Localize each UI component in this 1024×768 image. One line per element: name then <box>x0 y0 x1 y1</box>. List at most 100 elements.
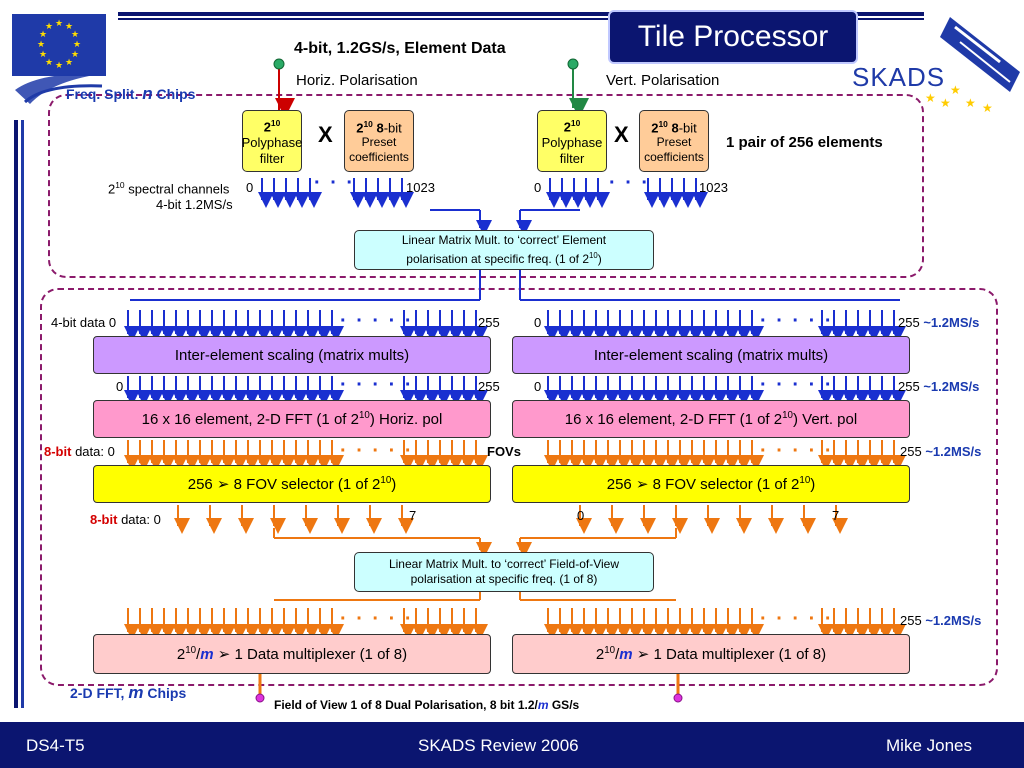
svg-text:★: ★ <box>71 50 79 60</box>
footer-bar: DS4-T5 SKADS Review 2006 Mike Jones <box>0 722 1024 768</box>
matrix-mult-element: Linear Matrix Mult. to ‘correct’ Element… <box>354 230 654 270</box>
rate-label-3: 255 ~1.2MS/s <box>900 444 982 459</box>
svg-text:★: ★ <box>65 58 73 68</box>
ch-last-h: 1023 <box>406 180 435 195</box>
poly-v-title: 210 <box>563 117 581 135</box>
svg-text:★: ★ <box>37 40 45 50</box>
svg-text:★: ★ <box>39 50 47 60</box>
horiz-pol-label: Horiz. Polarisation <box>296 72 418 89</box>
poly-v-line2: filter <box>559 151 585 167</box>
rate-label-2: 255 ~1.2MS/s <box>898 379 980 394</box>
rate-label-4: 255 ~1.2MS/s <box>900 613 982 628</box>
input-data-label: 4-bit, 1.2GS/s, Element Data <box>294 40 506 57</box>
bit8-data-label-2: 8-bit data: 0 <box>90 512 161 527</box>
freq-split-prefix: Freq. Split. <box>66 86 139 102</box>
ch-first-v: 0 <box>534 180 542 195</box>
poly-v-line1: Polyphase <box>541 135 603 151</box>
idx-first-h-2: 0 <box>116 379 124 394</box>
mult-symbol-h: X <box>318 122 333 147</box>
header-rule-thin <box>118 18 924 20</box>
svg-text:★: ★ <box>65 22 73 32</box>
matrix-mult-fov: Linear Matrix Mult. to ‘correct’ Field-o… <box>354 552 654 592</box>
fov-last-h: 7 <box>409 508 417 523</box>
dots-row2-v: · · · · · <box>760 374 834 396</box>
matrix1-line1: Linear Matrix Mult. to ‘correct’ Element <box>401 233 607 247</box>
dots-row1-h: · · · · · <box>340 310 414 332</box>
matrix2-line2: polarisation at specific freq. (1 of 8) <box>410 572 598 586</box>
svg-text:★: ★ <box>982 101 993 115</box>
skads-logo: ★★★★★ SKADS <box>850 12 1024 122</box>
idx-last-h-1: 255 <box>478 315 500 330</box>
footer-left: DS4-T5 <box>26 736 85 755</box>
freq-split-label: Freq. Split. n Chips <box>66 84 195 104</box>
spectral-channels-label: 210 spectral channels <box>108 180 230 197</box>
spectral-rate-label: 4-bit 1.2MS/s <box>156 197 233 212</box>
pair-label: 1 pair of 256 elements <box>726 134 883 151</box>
eu-flag-icon: ★★★★ ★★★★ ★★★★ <box>12 14 106 104</box>
fov-selector-h: 256 ➢ 8 FOV selector (1 of 210) <box>93 465 491 503</box>
vert-input-node <box>567 58 579 70</box>
svg-text:★: ★ <box>925 91 936 105</box>
dots-row2-h: · · · · · <box>340 374 414 396</box>
footer-right: Mike Jones <box>886 736 972 755</box>
coef-h-line1: Preset <box>361 135 397 150</box>
page-title: Tile Processor <box>637 20 829 53</box>
coef-h-line2: coefficients <box>349 150 409 165</box>
mux-box-v: 210/m ➢ 1 Data multiplexer (1 of 8) <box>512 634 910 674</box>
bit8-data-label-1: 8-bit data: 0 <box>44 444 115 459</box>
svg-text:★: ★ <box>45 58 53 68</box>
ch-dots-h: · · · <box>314 172 356 194</box>
coefficients-v: 210 8-bit Preset coefficients <box>639 110 709 172</box>
matrix2-line1: Linear Matrix Mult. to ‘correct’ Field-o… <box>388 557 620 571</box>
polyphase-filter-v: 210 Polyphase filter <box>537 110 607 172</box>
idx-first-v-1: 0 <box>534 315 542 330</box>
poly-h-title: 210 <box>263 117 281 135</box>
ch-last-v: 1023 <box>699 180 728 195</box>
svg-text:★: ★ <box>73 40 81 50</box>
scaling-label-h: Inter-element scaling (matrix mults) <box>174 346 410 364</box>
dots-row4-h: · · · · · <box>340 608 414 630</box>
rate-label-1: 255 ~1.2MS/s <box>898 315 980 330</box>
freq-split-region <box>48 94 924 278</box>
coef-v-line1: Preset <box>656 135 692 150</box>
left-bar-2 <box>21 120 24 708</box>
ch-dots-v: · · · <box>609 172 651 194</box>
fovs-label: FOVs <box>487 444 521 459</box>
dots-row3-v: · · · · · <box>760 440 834 462</box>
poly-h-line1: Polyphase <box>241 135 303 151</box>
svg-text:★: ★ <box>71 30 79 40</box>
mux-label-v: 210/m ➢ 1 Data multiplexer (1 of 8) <box>595 645 827 663</box>
ch-first-h: 0 <box>246 180 254 195</box>
fov-last-v: 7 <box>832 508 840 523</box>
idx-first-v-2: 0 <box>534 379 542 394</box>
polyphase-filter-h: 210 Polyphase filter <box>242 110 302 172</box>
svg-text:★: ★ <box>55 61 63 71</box>
coef-v-title: 210 8-bit <box>651 118 697 136</box>
output-node-left <box>255 693 265 703</box>
svg-text:★: ★ <box>45 22 53 32</box>
fov-first-v: 0 <box>577 508 585 523</box>
left-bar-1 <box>14 120 18 708</box>
svg-text:★: ★ <box>950 83 961 97</box>
coef-v-line2: coefficients <box>644 150 704 165</box>
dots-row4-v: · · · · · <box>760 608 834 630</box>
fft-label-h: 16 x 16 element, 2-D FFT (1 of 210) Hori… <box>141 410 443 428</box>
horiz-input-node <box>273 58 285 70</box>
scaling-box-v: Inter-element scaling (matrix mults) <box>512 336 910 374</box>
matrix1-line2: polarisation at specific freq. (1 of 210… <box>406 251 602 266</box>
dots-row1-v: · · · · · <box>760 310 834 332</box>
skads-logo-icon: ★★★★★ <box>925 17 1020 115</box>
scaling-box-h: Inter-element scaling (matrix mults) <box>93 336 491 374</box>
fov-selector-label-v: 256 ➢ 8 FOV selector (1 of 210) <box>606 475 816 493</box>
fft-label-v: 16 x 16 element, 2-D FFT (1 of 210) Vert… <box>564 410 858 428</box>
page-title-box: Tile Processor <box>608 10 858 64</box>
fft-chips-label: 2-D FFT, m Chips <box>70 683 187 702</box>
mux-label-h: 210/m ➢ 1 Data multiplexer (1 of 8) <box>176 645 408 663</box>
output-node-right <box>673 693 683 703</box>
freq-split-suffix: Chips <box>156 86 196 102</box>
footer-center: SKADS Review 2006 <box>418 736 579 755</box>
poly-h-line2: filter <box>259 151 285 167</box>
dots-row3-h: · · · · · <box>340 440 414 462</box>
mux-box-h: 210/m ➢ 1 Data multiplexer (1 of 8) <box>93 634 491 674</box>
fov-selector-label-h: 256 ➢ 8 FOV selector (1 of 210) <box>187 475 397 493</box>
